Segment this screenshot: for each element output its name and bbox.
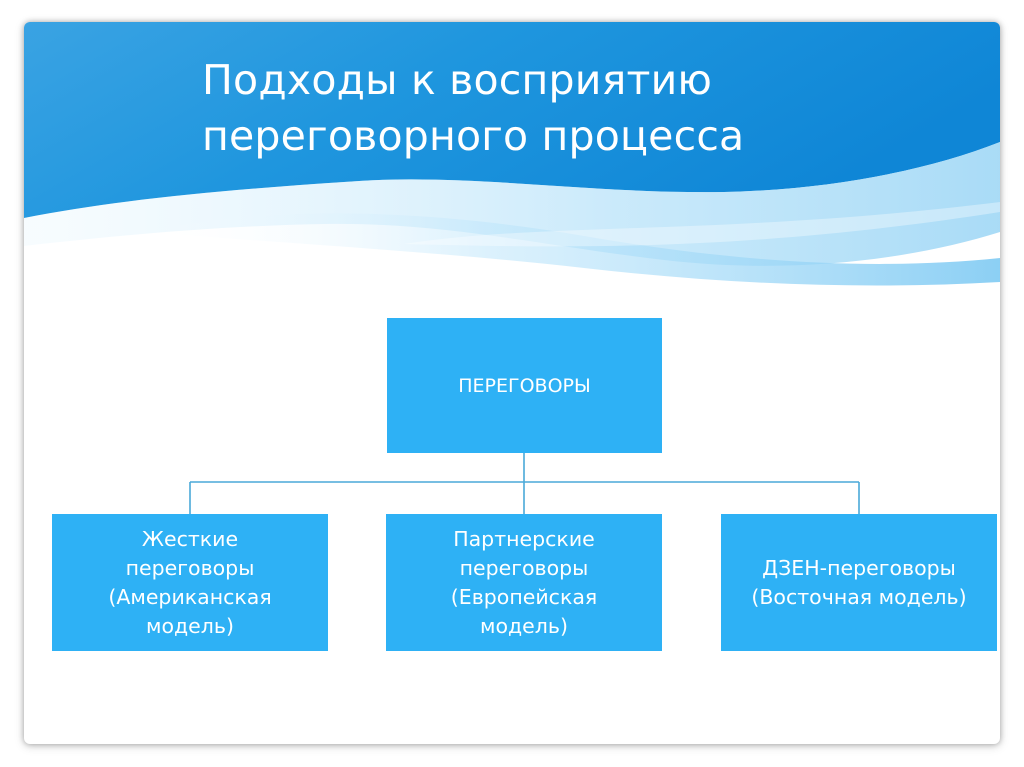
slide-title-line-2: переговорного процесса xyxy=(202,112,745,160)
node-hard-negotiations-label: Жесткие переговоры (Американская модель) xyxy=(108,526,272,638)
node-zen-negotiations: ДЗЕН-переговоры (Восточная модель) xyxy=(721,514,997,651)
slide: Подходы к восприятию переговорного проце… xyxy=(24,22,1000,744)
node-partner-negotiations: Партнерские переговоры (Европейская моде… xyxy=(386,514,662,651)
node-zen-negotiations-label: ДЗЕН-переговоры (Восточная модель) xyxy=(751,555,967,609)
node-partner-negotiations-label: Партнерские переговоры (Европейская моде… xyxy=(450,526,598,638)
node-negotiations-label: ПЕРЕГОВОРЫ xyxy=(458,374,591,397)
node-hard-negotiations: Жесткие переговоры (Американская модель) xyxy=(52,514,328,651)
slide-title-line-1: Подходы к восприятию xyxy=(202,56,713,104)
slide-title: Подходы к восприятию переговорного проце… xyxy=(202,52,922,164)
header-wave-background xyxy=(24,22,1000,286)
node-negotiations: ПЕРЕГОВОРЫ xyxy=(387,318,662,453)
